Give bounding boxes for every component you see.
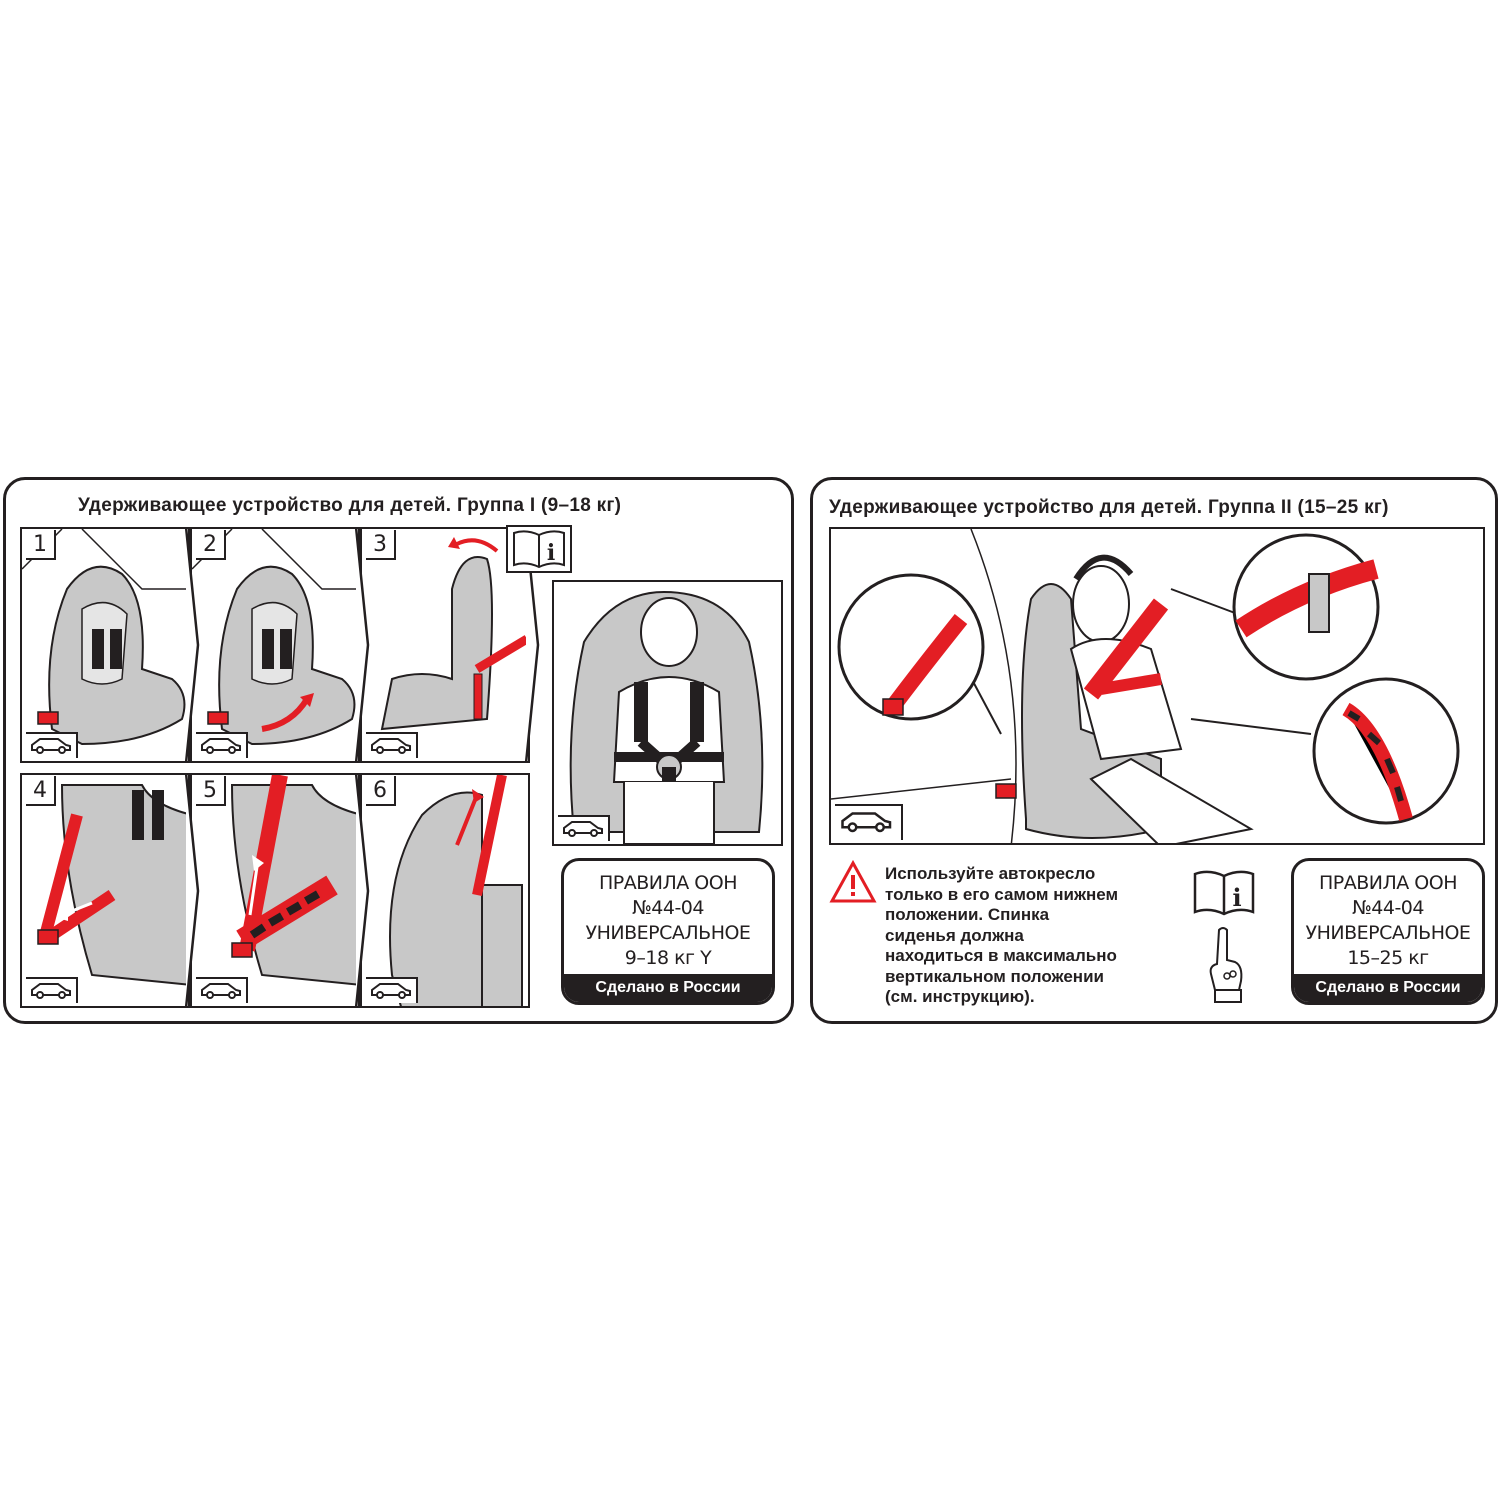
step-panel-3: 3 [360,527,530,763]
approval-line-4: 15–25 кг [1347,947,1429,969]
chevron-arrow-icon [184,527,200,763]
car-icon [366,732,418,758]
approval-line-1: ПРАВИЛА ООН [598,872,738,894]
seat-illustration [22,529,188,746]
approval-line-4: 9–18 кг Y [624,947,712,969]
approval-line-2: №44-04 [632,897,704,919]
warning-line: только в его самом нижнем [885,884,1119,904]
approval-line-1: ПРАВИЛА ООН [1318,872,1458,894]
step-panel-4: 4 [20,773,190,1008]
svg-text:i: i [1232,883,1241,912]
manual-info-icon: i [1193,870,1255,916]
approval-box: ПРАВИЛА ООН №44-04 УНИВЕРСАЛЬНОЕ 15–25 к… [1291,858,1485,1005]
child-booster-panel [829,527,1485,845]
seat-illustration [389,775,523,1006]
approval-line-3: УНИВЕРСАЛЬНОЕ [1305,922,1471,944]
step-number: 2 [196,530,226,560]
warning-line: находиться в максимально [885,946,1117,965]
warning-line: положении. Спинка [885,905,1050,924]
warning-line: (см. инструкцию). [885,987,1035,1006]
warning-text: Используйте автокресло только в его само… [885,864,1118,1008]
approval-box: ПРАВИЛА ООН №44-04 УНИВЕРСАЛЬНОЕ 9–18 кг… [561,858,775,1005]
step-number: 1 [26,530,56,560]
seat-illustration [230,775,358,986]
chevron-arrow-icon [184,773,200,1008]
seat-illustration [192,529,358,746]
seat-illustration [37,784,188,986]
car-icon [558,815,610,841]
child-in-seat-illustration [569,590,764,844]
car-icon [366,977,418,1003]
warning-line: сиденья должна [885,925,1024,945]
seat-illustration [380,537,528,731]
label-group-1: Удерживающее устройство для детей. Групп… [3,477,794,1024]
approval-line-2: №44-04 [1352,897,1424,919]
step-panel-6: 6 [360,773,530,1008]
warning-line: вертикальном положении [885,966,1104,986]
made-in-russia: Сделано в России [564,974,772,1002]
step-panel-5: 5 [190,773,360,1008]
manual-info-icon: i [506,525,572,573]
warning-line: Используйте автокресло [885,864,1096,883]
car-icon [196,977,248,1003]
child-booster-illustration [831,529,1460,843]
child-seat-panel [552,580,783,846]
step-number: 3 [366,530,396,560]
chevron-arrow-icon [354,773,370,1008]
label-title: Удерживающее устройство для детей. Групп… [78,495,622,516]
step-number: 6 [366,776,396,806]
hand-pointer-icon [1209,927,1243,1003]
label-title: Удерживающее устройство для детей. Групп… [829,497,1389,518]
approval-line-3: УНИВЕРСАЛЬНОЕ [585,922,751,944]
step-panel-1: 1 [20,527,190,763]
warning-triangle-icon [829,860,877,903]
step-number: 5 [196,776,226,806]
car-icon [26,732,78,758]
svg-text:i: i [547,540,555,566]
chevron-arrow-icon [354,527,370,763]
made-in-russia: Сделано в России [1294,974,1482,1002]
car-icon [835,804,903,840]
step-number: 4 [26,776,56,806]
step-panel-2: 2 [190,527,360,763]
label-group-2: Удерживающее устройство для детей. Групп… [810,477,1498,1024]
car-icon [26,977,78,1003]
car-icon [196,732,248,758]
